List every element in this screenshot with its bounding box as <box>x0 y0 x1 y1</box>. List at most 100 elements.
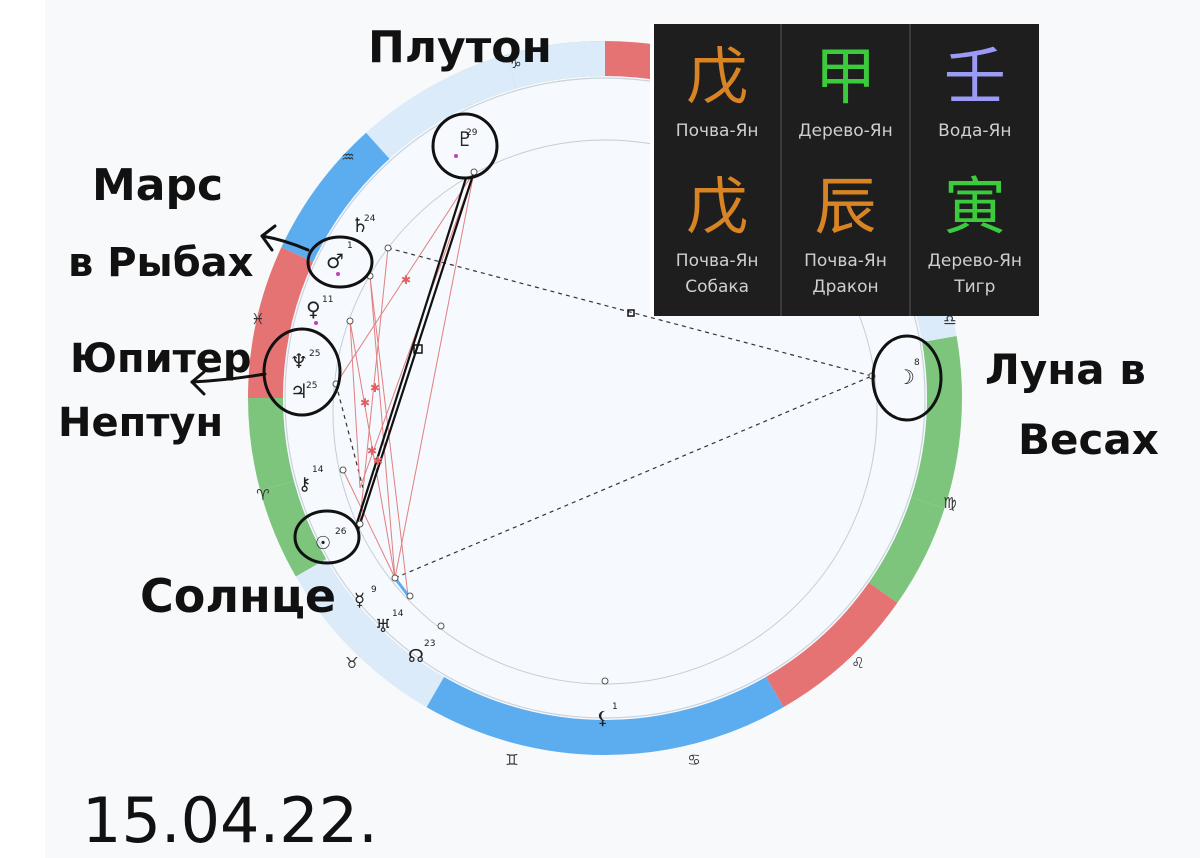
sign-gemini: ♊ <box>505 751 518 769</box>
pluto-circle <box>431 112 499 180</box>
square-marker <box>413 344 423 354</box>
moon-circle <box>871 334 943 422</box>
bazi-hieroglyph: 辰 <box>814 170 877 243</box>
node-degree: 23 <box>424 639 435 649</box>
mars-degree: 1 <box>347 241 353 251</box>
uranus-degree: 14 <box>392 609 404 619</box>
sign-aries: ♈ <box>256 486 269 504</box>
lilith-glyph: ⚸ <box>596 708 609 729</box>
ring-segment <box>506 41 605 89</box>
annotation-date: 15.04.22. <box>82 784 378 857</box>
annotation-mars-sign: в Рыбах <box>68 240 254 286</box>
sign-virgo: ♍ <box>943 494 956 512</box>
neptune-degree: 25 <box>309 349 320 359</box>
jupiter-degree: 25 <box>306 381 317 391</box>
moon-degree: 8 <box>914 358 920 368</box>
saturn-degree: 24 <box>364 214 376 224</box>
aspect-line <box>342 469 396 579</box>
sun-glyph: ☉ <box>315 533 331 554</box>
aspect-line <box>349 320 361 489</box>
sun-circle <box>293 509 361 565</box>
node-glyph: ☊ <box>408 646 424 667</box>
bazi-animal-label: Собака <box>685 277 750 297</box>
sign-taurus: ♉ <box>345 654 358 672</box>
quincunx-mark: ✱ <box>360 396 370 410</box>
bazi-element-label: Вода-Ян <box>938 121 1012 141</box>
zodiac-ring <box>247 41 962 755</box>
pluto-degree: 29 <box>466 128 478 138</box>
bazi-element-label: Почва-Ян <box>675 251 759 271</box>
sign-cancer: ♋ <box>687 751 700 769</box>
venus-degree: 11 <box>322 295 333 305</box>
ring-segment <box>766 582 898 708</box>
quincunx-mark: ✱ <box>401 273 411 287</box>
venus-glyph: ♀ <box>306 297 321 321</box>
bazi-element-label: Почва-Ян <box>804 251 887 271</box>
mercury-glyph: ☿ <box>354 590 365 611</box>
bazi-animal-label: Тигр <box>954 277 996 297</box>
ring-segment <box>295 559 444 708</box>
aspect-line <box>335 171 475 385</box>
ring-segment <box>366 54 517 159</box>
planet-point <box>356 520 364 528</box>
bazi-element-label: Почва-Ян <box>675 121 759 141</box>
retrograde-dot <box>454 154 458 158</box>
aspect-line <box>394 171 475 579</box>
quincunx-mark: ✱ <box>367 444 377 458</box>
planet-point <box>391 574 399 582</box>
annotation-sun: Солнце <box>140 569 336 623</box>
saturn-glyph: ♄ <box>351 213 369 237</box>
sign-leo: ♌ <box>851 654 864 672</box>
mars-glyph: ♂ <box>326 249 344 273</box>
planet-point <box>470 168 478 176</box>
chiron-glyph: ⚷ <box>298 474 311 495</box>
aspect-line <box>359 247 389 521</box>
planet-point <box>384 244 392 252</box>
ring-segment <box>426 676 605 755</box>
sign-capricorn: ♑ <box>508 54 521 72</box>
mars-arrowhead <box>260 224 277 252</box>
jupiter-arrowhead <box>190 370 206 396</box>
bazi-cell: 甲 Дерево-Ян <box>782 24 911 154</box>
retrograde-dot <box>336 272 340 276</box>
ring-segment <box>868 497 945 603</box>
neptune-glyph: ♆ <box>290 349 308 373</box>
mars-circle <box>306 235 374 289</box>
bazi-element-label: Дерево-Ян <box>798 121 893 141</box>
bazi-cell: 戊 Почва-Ян <box>654 24 783 154</box>
uranus-glyph: ♅ <box>375 616 391 637</box>
planet-point <box>339 466 347 474</box>
bazi-hieroglyph: 戊 <box>686 40 749 113</box>
annotation-moon: Луна в <box>985 345 1146 394</box>
annotation-pluto: Плутон <box>368 22 552 73</box>
chiron-degree: 14 <box>312 465 324 475</box>
sign-aquarius: ♒ <box>341 148 354 166</box>
annotation-neptune: Нептун <box>58 400 223 446</box>
planet-point <box>346 317 354 325</box>
moon-glyph: ☽ <box>897 365 915 389</box>
quincunx-mark: ✱ <box>373 454 383 468</box>
planet-point <box>406 592 414 600</box>
aspect-line <box>369 275 396 579</box>
bazi-hieroglyph: 寅 <box>943 170 1006 243</box>
quincunx-mark: ✱ <box>370 381 380 395</box>
ring-segment <box>248 398 294 491</box>
bazi-hieroglyph: 甲 <box>814 40 877 113</box>
annotation-jupiter: Юпитер <box>70 336 252 382</box>
aspect-line <box>354 177 468 527</box>
bazi-element-label: Дерево-Ян <box>927 251 1023 271</box>
mercury-degree: 9 <box>371 585 377 595</box>
planet-point <box>437 622 445 630</box>
annotation-moon-sign: Весах <box>1018 415 1159 464</box>
ring-segment <box>911 336 962 509</box>
pluto-glyph: ♇ <box>456 127 474 151</box>
ring-segment <box>281 132 390 262</box>
bazi-hieroglyph: 戊 <box>686 170 749 243</box>
aspect-line <box>394 375 873 579</box>
sign-pisces: ♓ <box>251 310 264 328</box>
